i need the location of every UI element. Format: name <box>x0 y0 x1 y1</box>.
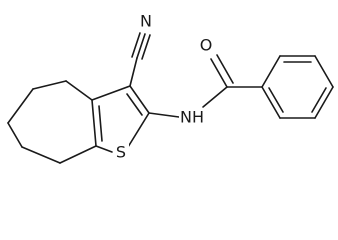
bond-nh-carbonyl <box>202 86 228 108</box>
bond-thiophene-fused-inner <box>98 105 103 142</box>
bond-thiophene-c3a-c3 <box>91 85 131 101</box>
bond-ring7-4 <box>7 122 23 148</box>
bond-thiophene-c3-c2-inner <box>126 93 143 116</box>
bond-ring7-2 <box>32 80 67 90</box>
bond-nitrile-single <box>129 57 138 87</box>
bond-c2-nh <box>148 112 180 118</box>
bond-benzene-inner-2 <box>311 87 327 113</box>
bond-ring7-1 <box>65 80 93 101</box>
atom-labels: N O NH S <box>113 12 214 162</box>
bond-ring7-6 <box>59 145 97 164</box>
bond-nitrile-triple-1 <box>136 33 146 59</box>
bond-nitrile-triple-2 <box>131 32 141 58</box>
bond-carbonyl-oxygen-1 <box>210 58 228 88</box>
amide-nh-label: NH <box>180 108 204 127</box>
bond-ring7-5 <box>21 146 61 164</box>
bond-ring7-3 <box>7 88 34 124</box>
bonds <box>7 32 334 164</box>
carbonyl-oxygen-label: O <box>200 36 213 55</box>
bond-thiophene-c3-c2 <box>129 85 150 114</box>
bond-benzene-3 <box>314 55 334 88</box>
nitrile-nitrogen-label: N <box>140 12 152 31</box>
bond-nitrile-triple-3 <box>141 34 151 60</box>
chemical-structure-diagram: N O NH S <box>7 12 334 164</box>
thiophene-sulfur-label: S <box>116 143 126 162</box>
bond-benzene-6 <box>261 86 281 119</box>
bond-benzene-inner-3 <box>268 87 284 113</box>
bond-carbonyl-oxygen-2 <box>216 54 234 84</box>
bond-benzene-4 <box>314 86 334 119</box>
bond-thiophene-c2-s <box>127 112 150 148</box>
bond-benzene-1 <box>261 55 281 88</box>
bond-thiophene-fused <box>91 99 97 147</box>
bond-thiophene-s-c7a <box>95 145 113 153</box>
